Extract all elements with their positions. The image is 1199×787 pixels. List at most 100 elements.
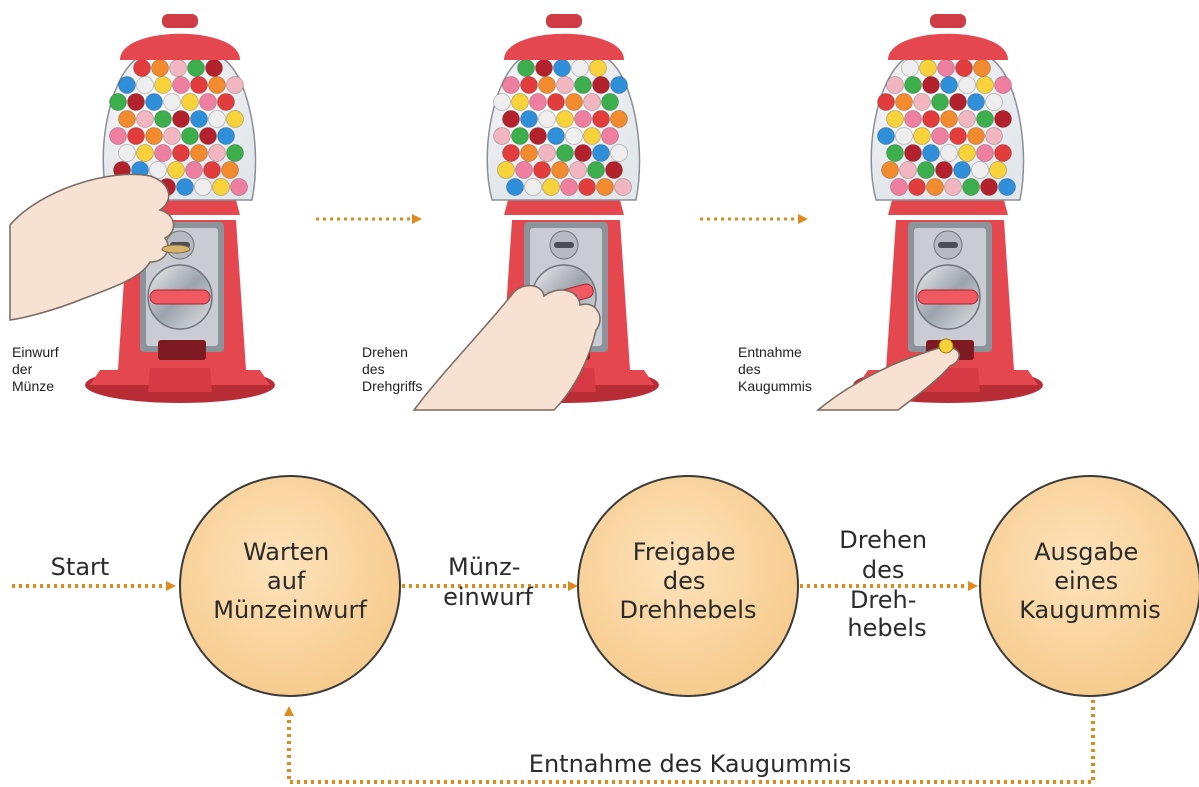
gumball [954, 162, 971, 179]
gumball [128, 128, 145, 145]
gumball [900, 162, 917, 179]
gumball [200, 128, 217, 145]
caption-take-gumball: Entnahme des Kaugummis [738, 344, 812, 395]
gumball [611, 77, 628, 94]
gumball [945, 179, 962, 196]
state-diagram: Warten auf Münzeinwurf Freigabe des Dreh… [12, 476, 1199, 782]
gumball [932, 128, 949, 145]
gumball [593, 77, 610, 94]
gumball [155, 145, 172, 162]
gumball [923, 77, 940, 94]
gumball [887, 111, 904, 128]
gumball [593, 111, 610, 128]
gumball [512, 128, 529, 145]
gumball [218, 128, 235, 145]
gumball [164, 94, 181, 111]
gumball [920, 60, 937, 77]
gumball [182, 128, 199, 145]
gumball [995, 111, 1012, 128]
gumball [137, 145, 154, 162]
gumball [891, 179, 908, 196]
gumball [941, 77, 958, 94]
gumball [548, 94, 565, 111]
gumball [539, 77, 556, 94]
gumball [882, 162, 899, 179]
gumball [570, 162, 587, 179]
gumball [209, 77, 226, 94]
gumball [995, 145, 1012, 162]
gumball [498, 162, 515, 179]
gumball [137, 111, 154, 128]
gumball [602, 94, 619, 111]
gumball [503, 111, 520, 128]
gumball [572, 60, 589, 77]
gumball [918, 162, 935, 179]
gumball [530, 94, 547, 111]
gumball [611, 111, 628, 128]
gumball [878, 128, 895, 145]
gumball [155, 77, 172, 94]
gumball [956, 60, 973, 77]
gumball [516, 162, 533, 179]
gumball [554, 60, 571, 77]
gumball [119, 77, 136, 94]
gumball [575, 111, 592, 128]
gumball [923, 111, 940, 128]
gumball [561, 179, 578, 196]
gumball [968, 128, 985, 145]
gumball [173, 111, 190, 128]
gumball [539, 111, 556, 128]
gumball [518, 60, 535, 77]
gumball [950, 128, 967, 145]
gumball [579, 179, 596, 196]
gumball [611, 145, 628, 162]
gumball [923, 145, 940, 162]
caption-turn-knob: Drehen des Drehgriffs [362, 344, 422, 395]
gumball-machine-2 [414, 14, 659, 410]
gumball [503, 77, 520, 94]
gumball [990, 162, 1007, 179]
gumball [146, 128, 163, 145]
gumball [905, 111, 922, 128]
gumball [494, 128, 511, 145]
gumball [191, 77, 208, 94]
gumball [909, 179, 926, 196]
gumball [968, 94, 985, 111]
gumball [878, 94, 895, 111]
gumball [902, 60, 919, 77]
gumball [941, 145, 958, 162]
gumball [588, 162, 605, 179]
gumball [602, 128, 619, 145]
gumball [227, 111, 244, 128]
gumball [168, 162, 185, 179]
gumball [896, 94, 913, 111]
gumball [597, 179, 614, 196]
gumball [999, 179, 1016, 196]
transition-label-coin: Münz- einwurf [443, 553, 533, 611]
gumball [206, 60, 223, 77]
gumball [557, 77, 574, 94]
gumball [110, 128, 127, 145]
gumball [950, 94, 967, 111]
gumball [905, 77, 922, 94]
gumball [164, 128, 181, 145]
gumball [887, 77, 904, 94]
gumball [575, 145, 592, 162]
gumball [155, 111, 172, 128]
gumball [494, 94, 511, 111]
gumball [186, 162, 203, 179]
gumball [231, 179, 248, 196]
gumball [146, 94, 163, 111]
gumball [182, 94, 199, 111]
gumball [959, 77, 976, 94]
gumball [590, 60, 607, 77]
gumball [986, 94, 1003, 111]
gumball [209, 111, 226, 128]
gumball [584, 94, 601, 111]
gumball [209, 145, 226, 162]
gumball [110, 94, 127, 111]
gumball [548, 128, 565, 145]
gumball [575, 77, 592, 94]
caption-insert-coin: Einwurf der Münze [12, 344, 59, 395]
